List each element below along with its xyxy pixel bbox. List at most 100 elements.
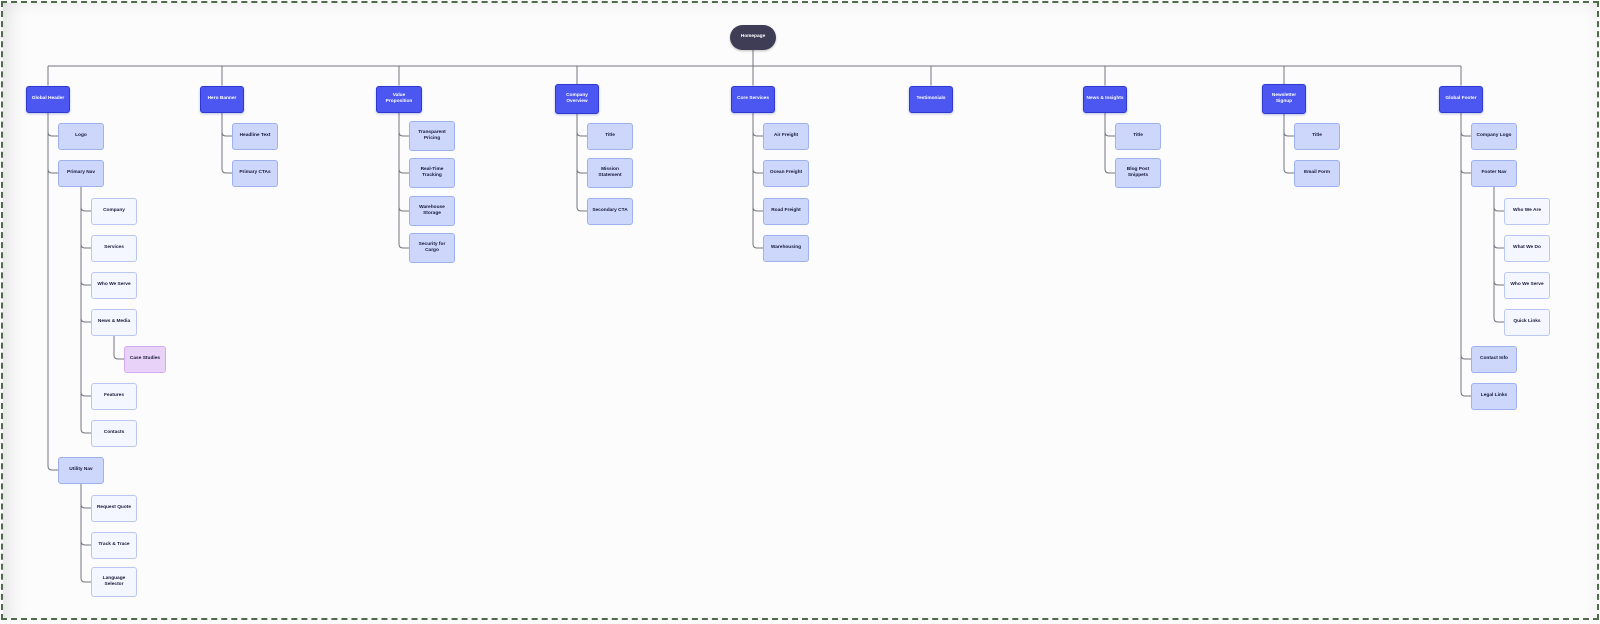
node-co-title[interactable]: Title — [587, 122, 633, 150]
node-company-logo[interactable]: Company Logo — [1471, 122, 1517, 150]
node-label: Footer Nav — [1481, 170, 1507, 176]
node-label: Services — [104, 245, 124, 251]
connector — [1104, 131, 1115, 137]
connector — [1493, 280, 1504, 286]
node-legal-links[interactable]: Legal Links — [1471, 382, 1517, 410]
node-label: News & Insights — [1086, 96, 1124, 102]
node-real-time-tracking[interactable]: Real-Time Tracking — [409, 158, 455, 188]
node-news-media[interactable]: News & Media — [91, 308, 137, 336]
connector — [576, 206, 587, 212]
node-company-overview[interactable]: Company Overview — [555, 84, 599, 114]
node-request-quote[interactable]: Request Quote — [91, 494, 137, 522]
node-quick-links[interactable]: Quick Links — [1504, 308, 1550, 336]
node-warehouse-storage[interactable]: Warehouse Storage — [409, 196, 455, 226]
node-email-form[interactable]: Email Form — [1294, 159, 1340, 187]
node-services[interactable]: Services — [91, 234, 137, 262]
node-label: Company Overview — [566, 93, 588, 104]
node-label: Case Studies — [129, 356, 161, 362]
node-footer-nav[interactable]: Footer Nav — [1471, 159, 1517, 187]
node-track-trace[interactable]: Track & Trace — [91, 531, 137, 559]
node-value-proposition[interactable]: Value Proposition — [376, 85, 422, 113]
node-label: Quick Links — [1513, 319, 1541, 325]
node-label: Security for Cargo — [418, 242, 446, 253]
node-secondary-cta[interactable]: Secondary CTA — [587, 197, 633, 225]
node-language-selector[interactable]: Language Selector — [91, 567, 137, 597]
node-ocean-freight[interactable]: Ocean Freight — [763, 159, 809, 187]
node-label: Core Services — [737, 96, 769, 102]
connector — [752, 206, 763, 212]
node-what-we-do[interactable]: What We Do — [1504, 234, 1550, 262]
node-warehousing[interactable]: Warehousing — [763, 234, 809, 262]
node-global-header[interactable]: Global Header — [26, 85, 70, 113]
connector — [398, 131, 409, 137]
connector — [1493, 206, 1504, 212]
node-label: Global Header — [31, 96, 65, 102]
connector — [80, 206, 91, 212]
connector — [398, 243, 409, 249]
node-security-for-cargo[interactable]: Security for Cargo — [409, 233, 455, 263]
node-transparent-pricing[interactable]: Transparent Pricing — [409, 121, 455, 151]
node-core-services[interactable]: Core Services — [731, 85, 775, 113]
node-label: Utility Nav — [69, 467, 93, 473]
node-ni-title[interactable]: Title — [1115, 122, 1161, 150]
node-label: Transparent Pricing — [418, 130, 446, 141]
node-label: Homepage — [740, 34, 766, 40]
node-label: Contact Info — [1480, 356, 1508, 362]
node-label: Who We Are — [1513, 208, 1541, 214]
node-mission-statement[interactable]: Mission Statement — [587, 158, 633, 188]
connector — [1493, 317, 1504, 323]
node-headline-text[interactable]: Headline Text — [232, 122, 278, 150]
node-blog-post-snippets[interactable]: Blog Post Snippets — [1115, 158, 1161, 188]
node-label: Legal Links — [1480, 393, 1508, 399]
connector — [1460, 391, 1471, 397]
node-label: Contacts — [103, 430, 125, 436]
connector — [398, 206, 409, 212]
connector — [752, 243, 763, 249]
node-footer-who-we-serve[interactable]: Who We Serve — [1504, 271, 1550, 299]
node-features[interactable]: Features — [91, 382, 137, 410]
node-case-studies[interactable]: Case Studies — [124, 345, 166, 373]
node-label: Blog Post Snippets — [1126, 167, 1150, 178]
node-label: News & Media — [97, 319, 131, 325]
node-label: Logo — [75, 133, 87, 139]
node-primary-ctas[interactable]: Primary CTAs — [232, 159, 278, 187]
node-road-freight[interactable]: Road Freight — [763, 197, 809, 225]
node-primary-nav[interactable]: Primary Nav — [58, 159, 104, 187]
node-ns-title[interactable]: Title — [1294, 122, 1340, 150]
node-hero-banner[interactable]: Hero Banner — [200, 85, 244, 113]
connector-lines — [47, 49, 1504, 583]
node-contacts[interactable]: Contacts — [91, 419, 137, 447]
node-contact-info[interactable]: Contact Info — [1471, 345, 1517, 373]
node-homepage[interactable]: Homepage — [730, 24, 776, 50]
connector — [1460, 131, 1471, 137]
node-logo[interactable]: Logo — [58, 122, 104, 150]
node-label: Air Freight — [773, 133, 799, 139]
node-global-footer[interactable]: Global Footer — [1439, 85, 1483, 113]
node-label: Mission Statement — [598, 167, 622, 178]
node-newsletter-signup[interactable]: Newsletter Signup — [1262, 84, 1306, 114]
connector — [47, 168, 58, 174]
node-who-we-are[interactable]: Who We Are — [1504, 197, 1550, 225]
node-testimonials[interactable]: Testimonials — [909, 85, 953, 113]
connector — [80, 243, 91, 249]
node-label: Warehouse Storage — [419, 205, 445, 216]
node-label: Ocean Freight — [769, 170, 803, 176]
connector — [47, 465, 58, 471]
node-utility-nav[interactable]: Utility Nav — [58, 456, 104, 484]
connector — [752, 131, 763, 137]
connector — [398, 168, 409, 174]
node-label: Who We Serve — [1510, 282, 1544, 288]
node-label: Real-Time Tracking — [420, 167, 444, 178]
connector — [80, 428, 91, 434]
connector — [576, 168, 587, 174]
node-label: Testimonials — [916, 96, 946, 102]
node-company[interactable]: Company — [91, 197, 137, 225]
node-label: Warehousing — [770, 245, 802, 251]
node-air-freight[interactable]: Air Freight — [763, 122, 809, 150]
node-label: Email Form — [1303, 170, 1331, 176]
connector — [1104, 168, 1115, 174]
node-who-we-serve[interactable]: Who We Serve — [91, 271, 137, 299]
node-news-insights[interactable]: News & Insights — [1083, 85, 1127, 113]
node-label: Track & Trace — [98, 542, 130, 548]
